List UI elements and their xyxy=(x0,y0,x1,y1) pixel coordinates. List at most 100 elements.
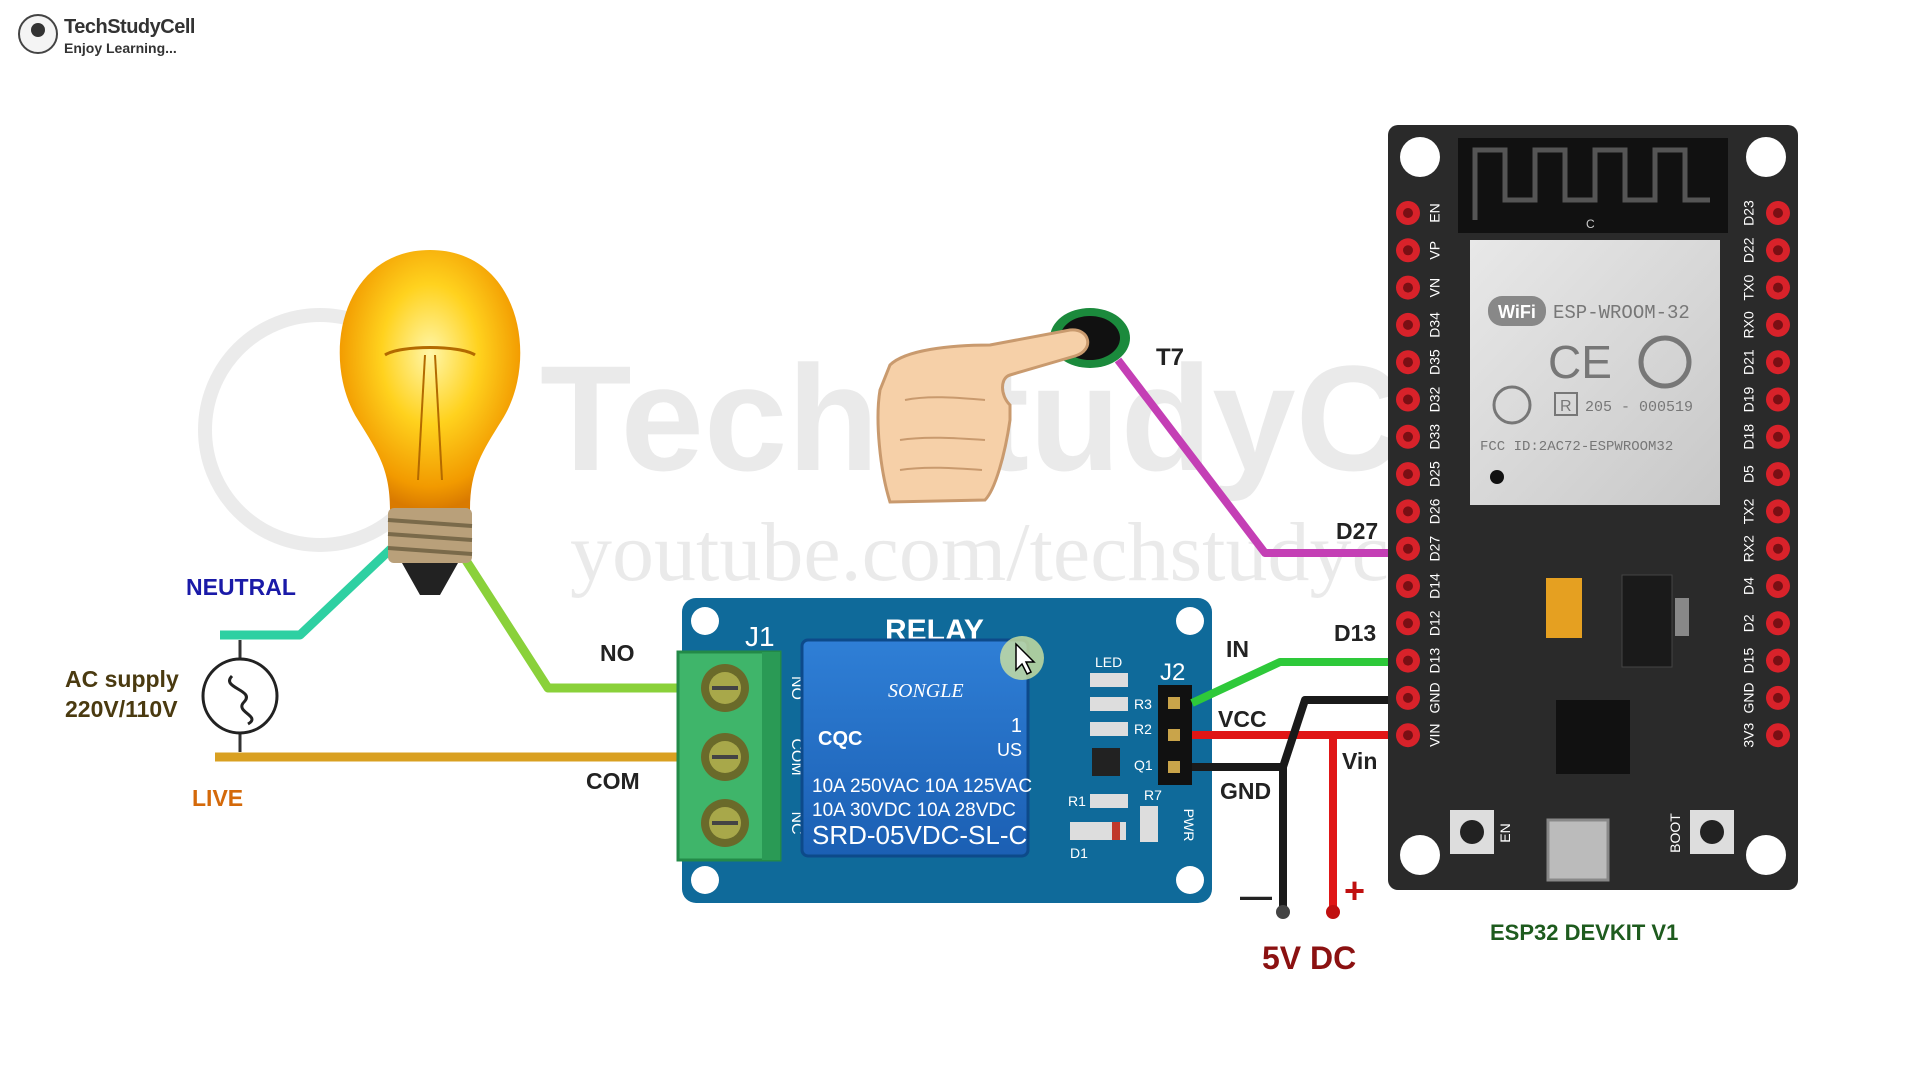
right-pin-label-gnd: GND xyxy=(1741,682,1757,713)
left-pin-label-gnd: GND xyxy=(1427,682,1443,713)
ac-source-icon xyxy=(201,657,279,735)
regulator-component xyxy=(1621,574,1673,668)
supply-minus-terminal xyxy=(1276,905,1290,919)
right-pin-hole-d21 xyxy=(1773,357,1783,368)
left-pin-hole-d26 xyxy=(1403,506,1413,517)
label-ac-supply-1: AC supply xyxy=(65,666,179,692)
terminal-screw-nc xyxy=(701,799,749,847)
right-pin-label-rx2: RX2 xyxy=(1741,535,1757,562)
label-live: LIVE xyxy=(192,785,244,811)
label-pwr: PWR xyxy=(1181,809,1197,842)
right-pin-label-tx2: TX2 xyxy=(1741,498,1757,524)
led-component xyxy=(1090,673,1128,687)
label-board-name: ESP32 DEVKIT V1 xyxy=(1490,920,1679,945)
brand-badge-icon xyxy=(18,14,58,54)
esp-fcc: FCC ID:2AC72-ESPWROOM32 xyxy=(1480,439,1673,455)
neutral-wire xyxy=(220,541,399,640)
right-pin-hole-tx0 xyxy=(1773,282,1783,293)
left-pin-hole-d14 xyxy=(1403,581,1413,591)
left-pin-label-d13: D13 xyxy=(1427,648,1443,674)
right-pin-hole-rx2 xyxy=(1773,543,1783,554)
label-d27: D27 xyxy=(1336,518,1379,544)
left-pin-hole-vn xyxy=(1403,282,1413,293)
esp-right-pin-header: D23D22TX0RX0D21D19D18D5TX2RX2D4D2D15GND3… xyxy=(1741,200,1790,748)
right-pin-label-d15: D15 xyxy=(1741,648,1757,674)
right-pin-hole-d4 xyxy=(1773,581,1783,591)
left-pin-label-d27: D27 xyxy=(1427,536,1443,562)
left-pin-hole-d33 xyxy=(1403,431,1413,442)
relay-brand: SONGLE xyxy=(888,680,964,702)
mouse-cursor-icon xyxy=(1000,636,1044,680)
relay-us: US xyxy=(997,740,1022,760)
relay-model: SRD-05VDC-SL-C xyxy=(812,820,1027,850)
esp-module-name: ESP-WROOM-32 xyxy=(1553,302,1690,324)
q1-component xyxy=(1092,748,1120,776)
label-com: COM xyxy=(586,768,640,794)
relay-cqc: CQC xyxy=(818,728,862,750)
no-wire xyxy=(454,545,730,693)
left-pin-hole-d35 xyxy=(1403,357,1413,368)
left-pin-label-d34: D34 xyxy=(1427,312,1443,338)
left-pin-hole-d27 xyxy=(1403,543,1413,554)
usb-uart-chip xyxy=(1556,700,1630,774)
label-d1: D1 xyxy=(1070,845,1088,861)
cert-logo-icon xyxy=(1492,385,1532,425)
relay-module: RELAY J1 J2 NO COM NC SONGLE CQC 1 US 10… xyxy=(676,598,1212,903)
relay-j2-label: J2 xyxy=(1160,659,1185,686)
left-pin-hole-d32 xyxy=(1403,394,1413,405)
left-pin-hole-d12 xyxy=(1403,618,1413,629)
label-d13: D13 xyxy=(1334,620,1377,646)
wifi-logo-icon xyxy=(1488,296,1546,326)
boot-button-label: BOOT xyxy=(1667,813,1683,853)
left-pin-label-d12: D12 xyxy=(1427,610,1443,636)
r7-component xyxy=(1140,806,1158,842)
left-pin-label-d14: D14 xyxy=(1427,573,1443,599)
right-pin-hole-d18 xyxy=(1773,431,1783,442)
left-pin-label-d26: D26 xyxy=(1427,498,1443,524)
capacitor-component xyxy=(1546,578,1582,638)
relay-cube xyxy=(800,638,1030,858)
left-pin-hole-gnd xyxy=(1403,692,1413,703)
pointing-hand-icon xyxy=(876,328,1089,504)
r1-component xyxy=(1090,794,1128,808)
micro-usb-port xyxy=(1546,818,1610,882)
right-pin-hole-d15 xyxy=(1773,655,1783,666)
right-pin-label-d2: D2 xyxy=(1741,614,1757,632)
label-5v-dc: 5V DC xyxy=(1262,940,1357,976)
right-pin-label-tx0: TX0 xyxy=(1741,275,1757,301)
gnd-wire-to-esp xyxy=(1279,696,1408,769)
left-pin-hole-vp xyxy=(1403,245,1413,256)
relay-spec2: 10A 30VDC 10A 28VDC xyxy=(812,800,1016,821)
label-t7: T7 xyxy=(1156,344,1185,371)
esp-left-pin-header: ENVPVND34D35D32D33D25D26D27D14D12D13GNDV… xyxy=(1396,201,1443,748)
left-pin-hole-d25 xyxy=(1403,469,1413,480)
label-led: LED xyxy=(1095,654,1122,670)
right-pin-hole-d22 xyxy=(1773,245,1783,256)
left-pin-label-d32: D32 xyxy=(1427,386,1443,412)
brand-tagline: Enjoy Learning... xyxy=(64,40,177,56)
right-pin-label-rx0: RX0 xyxy=(1741,311,1757,338)
label-r1: R1 xyxy=(1068,793,1086,809)
label-vcc: VCC xyxy=(1218,706,1267,732)
label-neutral: NEUTRAL xyxy=(186,574,296,600)
esp-r-mark: R xyxy=(1560,398,1572,415)
left-pin-label-vn: VN xyxy=(1427,278,1443,297)
r3-component xyxy=(1090,697,1128,711)
touch-wire xyxy=(1114,357,1408,557)
right-pin-hole-d5 xyxy=(1773,469,1783,480)
label-q1: Q1 xyxy=(1134,757,1153,773)
right-pin-hole-d2 xyxy=(1773,618,1783,629)
esp32-board: C WiFi ESP-WROOM-32 CE R 205 - 000519 FC… xyxy=(1388,125,1798,890)
right-pin-hole-3v3 xyxy=(1773,730,1783,741)
left-pin-hole-d34 xyxy=(1403,319,1413,330)
left-pin-hole-d13 xyxy=(1403,655,1413,666)
right-pin-label-3v3: 3V3 xyxy=(1741,723,1757,748)
left-pin-hole-en xyxy=(1403,208,1413,218)
esp-cert: 205 - 000519 xyxy=(1585,399,1693,416)
espressif-logo-icon xyxy=(1638,335,1692,389)
left-pin-label-vin: VIN xyxy=(1427,724,1443,747)
label-no: NO xyxy=(600,640,635,666)
right-pin-label-d4: D4 xyxy=(1741,577,1757,595)
label-vin: Vin xyxy=(1342,748,1378,774)
